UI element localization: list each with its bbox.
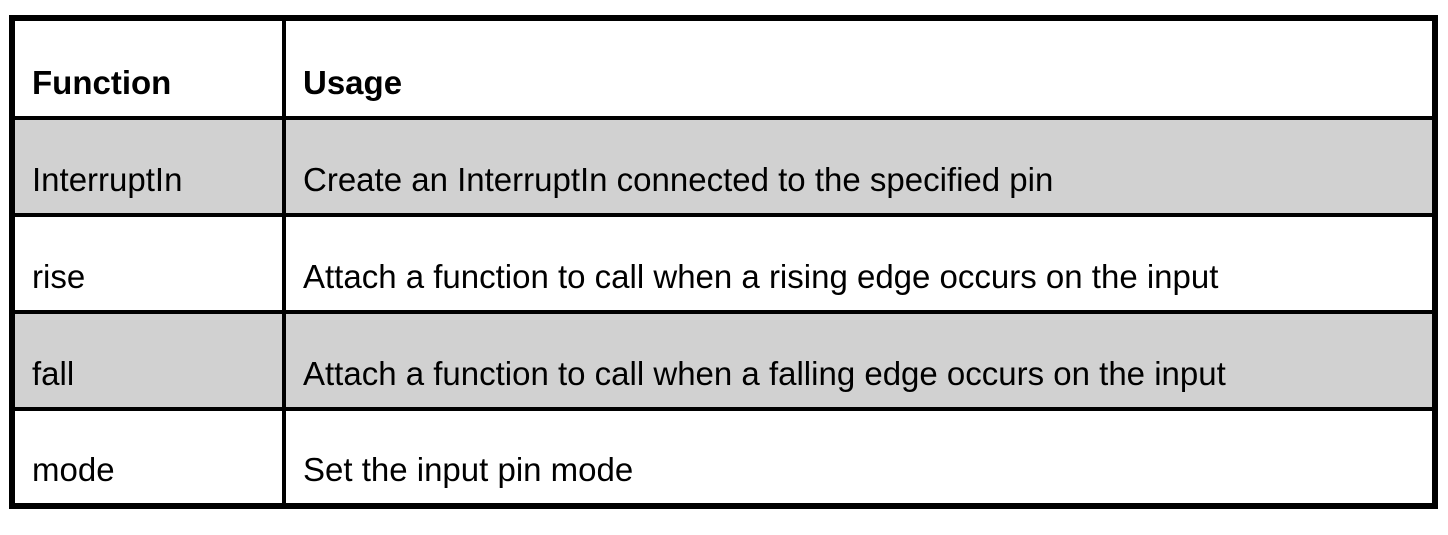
usage-cell: Set the input pin mode: [282, 407, 1437, 508]
table-header-row: Function Usage: [10, 16, 1437, 120]
table-row: fall Attach a function to call when a fa…: [10, 310, 1437, 411]
table-body: InterruptIn Create an InterruptIn connec…: [10, 116, 1437, 508]
column-header-usage: Usage: [282, 16, 1437, 120]
table-row: mode Set the input pin mode: [10, 407, 1437, 508]
table-row: rise Attach a function to call when a ri…: [10, 213, 1437, 314]
usage-cell: Create an InterruptIn connected to the s…: [282, 116, 1437, 217]
usage-cell: Attach a function to call when a rising …: [282, 213, 1437, 314]
function-cell: mode: [10, 407, 286, 508]
usage-cell: Attach a function to call when a falling…: [282, 310, 1437, 411]
function-cell: InterruptIn: [10, 116, 286, 217]
table-row: InterruptIn Create an InterruptIn connec…: [10, 116, 1437, 217]
function-usage-table: Function Usage InterruptIn Create an Int…: [9, 15, 1438, 509]
function-cell: rise: [10, 213, 286, 314]
function-cell: fall: [10, 310, 286, 411]
column-header-function: Function: [10, 16, 286, 120]
